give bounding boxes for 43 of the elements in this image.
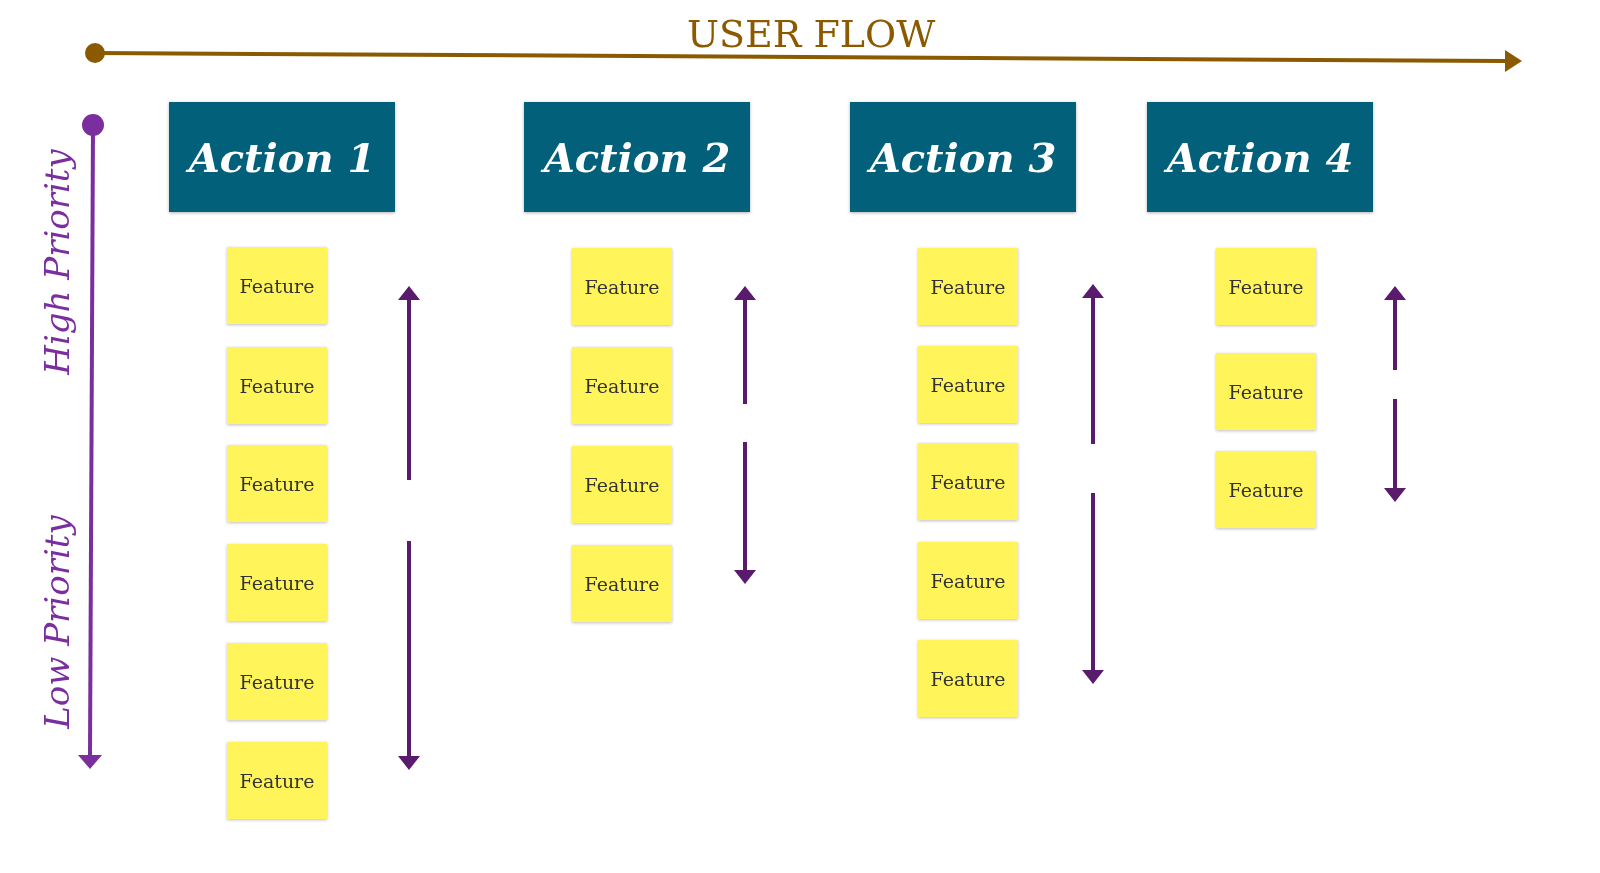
feature-label: Feature <box>584 275 660 298</box>
sticky-note <box>572 248 672 325</box>
feature-label: Feature <box>930 373 1006 396</box>
feature-label: Feature <box>239 670 315 693</box>
sticky-note <box>227 347 327 424</box>
sticky-note <box>918 248 1018 325</box>
action-box <box>524 102 750 212</box>
feature-label: Feature <box>1228 478 1304 501</box>
feature-label: Feature <box>239 769 315 792</box>
feature-label: Feature <box>930 470 1006 493</box>
axis-label: High Priority <box>36 149 77 375</box>
sticky-note <box>1216 451 1316 528</box>
sticky-note <box>918 542 1018 619</box>
sticky-note <box>1216 248 1316 325</box>
feature-label: Feature <box>930 275 1006 298</box>
feature-label: Feature <box>239 274 315 297</box>
feature-label: Feature <box>239 571 315 594</box>
feature-label: Feature <box>239 472 315 495</box>
feature-label: Feature <box>584 473 660 496</box>
axis-title: USER FLOW <box>687 12 936 56</box>
feature-label: Feature <box>930 667 1006 690</box>
action-box <box>169 102 395 212</box>
sticky-note <box>572 347 672 424</box>
axis-label: Low Priority <box>36 515 77 729</box>
sticky-note <box>227 247 327 324</box>
sticky-note <box>227 544 327 621</box>
sticky-note <box>572 446 672 523</box>
sticky-note <box>227 445 327 522</box>
feature-label: Feature <box>1228 380 1304 403</box>
feature-label: Feature <box>1228 275 1304 298</box>
sticky-note <box>918 443 1018 520</box>
sticky-note <box>918 346 1018 423</box>
action-box <box>1147 102 1373 212</box>
feature-label: Feature <box>930 569 1006 592</box>
sticky-note <box>227 643 327 720</box>
feature-label: Feature <box>584 374 660 397</box>
sticky-note <box>918 640 1018 717</box>
action-box <box>850 102 1076 212</box>
feature-label: Feature <box>584 572 660 595</box>
sticky-note <box>1216 353 1316 430</box>
sticky-note <box>572 545 672 622</box>
sticky-note <box>227 742 327 819</box>
feature-label: Feature <box>239 374 315 397</box>
